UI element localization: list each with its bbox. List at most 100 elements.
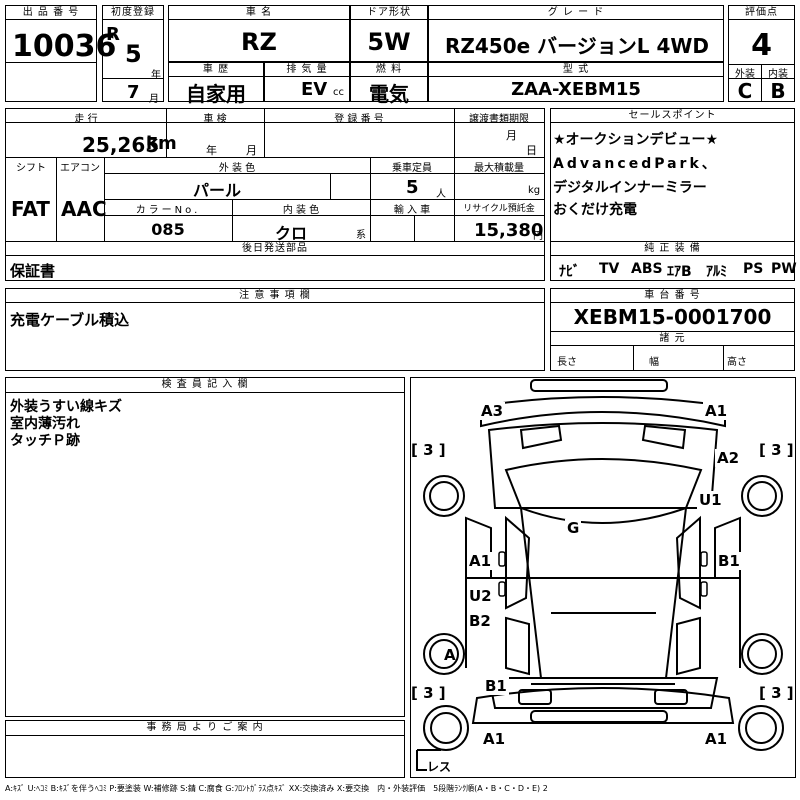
equipment-label: 純 正 装 備	[551, 242, 794, 256]
lot-number: 10036	[12, 29, 117, 64]
damage-a1-rear-right: A1	[703, 730, 730, 748]
interior-color-suffix: 系	[356, 230, 366, 241]
chassis-box: 車 台 番 号 XEBM15-0001700 諸 元 長さ 幅 高さ	[550, 288, 795, 371]
import-label: 輸 入 車	[393, 205, 431, 216]
score: 4	[751, 28, 772, 63]
damage-g: G	[565, 519, 582, 537]
grade-label: グ レ ー ド	[429, 6, 723, 20]
inspector-label: 検 査 員 記 入 欄	[6, 378, 404, 393]
recycle-deposit: 15,380	[474, 220, 544, 241]
later-parts: 保証書	[10, 262, 56, 280]
damage-a3: A3	[479, 402, 506, 420]
ac-label: エアコン	[60, 163, 100, 174]
model-label: 型 式	[429, 63, 723, 77]
height-label: 高さ	[727, 357, 747, 368]
history-label: 車 歴	[169, 63, 263, 77]
sales-point-line: ★オークションデビュー★	[553, 132, 719, 148]
grade: RZ450e バージョンL 4WD	[444, 34, 710, 58]
grade-box: グ レ ー ド RZ450e バージョンL 4WD	[428, 5, 724, 62]
sales-point-line: おくだけ充電	[553, 202, 637, 218]
equipment-tv: TV	[599, 261, 620, 277]
color-number: 085	[151, 220, 185, 239]
inspection-year-unit: 年	[206, 144, 217, 157]
inspection-month-unit: 月	[246, 144, 257, 157]
shift-label: シフト	[16, 163, 46, 174]
transfer-deadline-label: 譲渡書類期限	[469, 114, 529, 125]
model-code: ZAA-XEBM15	[511, 79, 641, 100]
inspection-label: 車 検	[203, 114, 227, 125]
fuel: 電気	[369, 82, 409, 106]
lot-number-box: 出 品 番 号 10036	[5, 5, 116, 102]
registration-month: 7	[127, 82, 140, 103]
equipment-box: 純 正 装 備 ﾅﾋﾞ TV ABS ｴｱB ｱﾙﾐ PS PW	[550, 241, 797, 281]
interior-color: クロ	[274, 224, 307, 243]
equipment-alloy: ｱﾙﾐ	[706, 264, 727, 280]
tire-rear-right: [ 3 ]	[759, 684, 794, 702]
spare-tire: レス	[427, 758, 452, 775]
equipment-abs: ABS	[631, 261, 663, 277]
notes-box: 注 意 事 項 欄 充電ケーブル積込	[5, 288, 545, 371]
notes-label: 注 意 事 項 欄	[6, 289, 544, 303]
first-registration-box: 初度登録 R 5 年 7 月	[102, 5, 164, 105]
length-label: 長さ	[557, 357, 577, 368]
width-label: 幅	[649, 357, 659, 368]
sales-point-label: セールスポイント	[551, 109, 794, 123]
inspector-note: 室内薄汚れ	[10, 416, 80, 432]
fuel-box: 燃 料 電気	[350, 62, 428, 106]
displacement-label: 排 気 量	[265, 63, 349, 77]
door-label: ドア形状	[351, 6, 427, 20]
fuel-label: 燃 料	[351, 63, 427, 77]
door-box: ドア形状 5W	[350, 5, 428, 62]
capacity: 5	[406, 177, 419, 198]
capacity-label: 乗車定員	[392, 163, 432, 174]
tire-front-right: [ 3 ]	[759, 441, 794, 459]
equipment-ps: PS	[743, 261, 764, 277]
history-box: 車 歴 自家用	[168, 62, 264, 106]
damage-b1-right: B1	[716, 552, 742, 570]
displacement: EV	[301, 79, 328, 100]
later-parts-label: 後日発送部品	[6, 242, 544, 256]
interior-color-label: 内 装 色	[282, 205, 320, 216]
chassis-label: 車 台 番 号	[551, 289, 794, 303]
model-box: 型 式 ZAA-XEBM15	[428, 62, 724, 102]
chassis-number: XEBM15-0001700	[573, 305, 772, 329]
exterior-label: 外装	[735, 69, 755, 80]
recycle-unit: 円	[533, 231, 543, 242]
year-unit: 年	[151, 70, 161, 81]
transfer-month-unit: 月	[506, 129, 517, 142]
equipment-airbag: ｴｱB	[667, 264, 692, 280]
later-parts-box: 後日発送部品 保証書	[5, 241, 545, 281]
exterior-color-label: 外 装 色	[218, 163, 256, 174]
mileage-label: 走 行	[74, 114, 98, 125]
transfer-day-unit: 日	[526, 144, 537, 157]
legend: A:ｷｽﾞ U:ﾍｺﾐ B:ｷｽﾞを伴うﾍｺﾐ P:要塗装 W:補修跡 S:錆 …	[5, 784, 548, 793]
displacement-unit: cc	[333, 87, 344, 98]
equipment-pw: PW	[771, 261, 797, 277]
car-diagram	[416, 379, 784, 771]
equipment-navi: ﾅﾋﾞ	[559, 264, 580, 280]
damage-u2: U2	[467, 587, 494, 605]
load-label: 最大積載量	[474, 163, 524, 174]
first-registration-label: 初度登録	[103, 6, 163, 20]
score-label: 評価点	[729, 6, 794, 20]
registration-year: 5	[125, 40, 142, 68]
office-box: 事 務 局 よ り ご 案 内	[5, 720, 405, 778]
sales-point-box: セールスポイント ★オークションデビュー★ AdvancedPark、 デジタル…	[550, 108, 795, 242]
car-name-label: 車 名	[169, 6, 349, 20]
damage-a2: A2	[715, 449, 742, 467]
car-name-box: 車 名 RZ	[168, 5, 350, 62]
sales-point-line: AdvancedPark、	[553, 156, 719, 172]
color-number-label: カラーNo.	[135, 205, 201, 216]
ac: AAC	[61, 197, 107, 221]
damage-a1-front-right: A1	[703, 402, 730, 420]
interior-grade: B	[770, 79, 786, 103]
details-box: 走 行 車 検 登 録 番 号 譲渡書類期限 25,265 km 年 月 月 日…	[5, 108, 545, 243]
office-label: 事 務 局 よ り ご 案 内	[6, 721, 404, 736]
mileage-unit: km	[146, 133, 177, 154]
damage-a-wheel: A	[444, 646, 456, 664]
inspector-note: 外装うすい線キズ	[10, 399, 122, 415]
load-unit: kg	[528, 185, 541, 196]
era: R	[106, 24, 120, 45]
damage-b1-left: B1	[483, 677, 509, 695]
history: 自家用	[186, 82, 246, 106]
